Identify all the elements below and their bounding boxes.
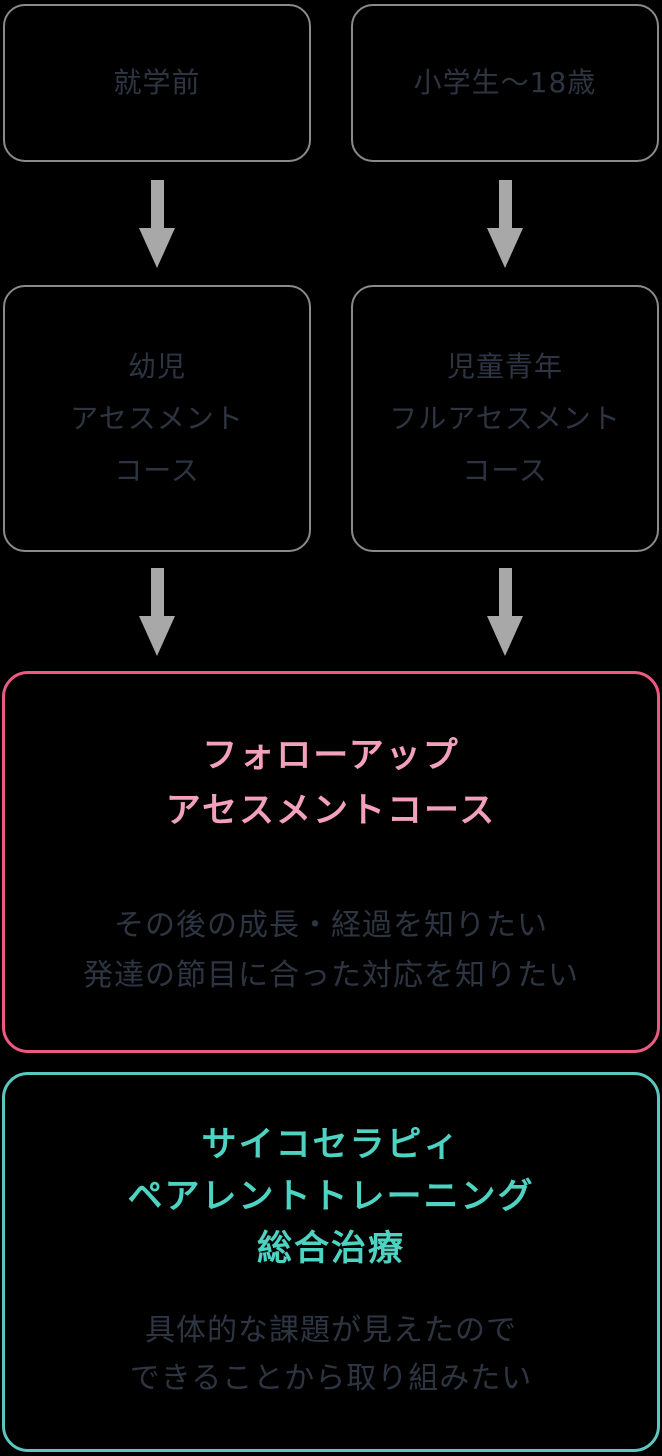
age-box-preschool-label: 就学前 <box>113 66 201 99</box>
course-box-youth-line1: 児童青年 <box>446 349 563 383</box>
therapy-title: サイコセラピィ ペアレントトレーニング 総合治療 <box>5 1119 657 1275</box>
course-box-toddler-line3: コース <box>114 453 200 487</box>
age-box-school-age-label: 小学生〜18歳 <box>413 66 597 99</box>
therapy-title-line2: ペアレントトレーニング <box>127 1177 535 1217</box>
age-box-preschool: 就学前 <box>3 4 311 162</box>
course-box-toddler-line2: アセスメント <box>70 401 244 435</box>
age-box-school-age: 小学生〜18歳 <box>351 4 659 162</box>
therapy-description-line1: 具体的な課題が見えたので <box>145 1313 517 1348</box>
followup-course-title: フォローアップ アセスメントコース <box>5 729 657 839</box>
therapy-title-line3: 総合治療 <box>256 1229 405 1269</box>
therapy-description-line2: できることから取り組みたい <box>129 1361 533 1396</box>
therapy-treatment-box: サイコセラピィ ペアレントトレーニング 総合治療 具体的な課題が見えたので でき… <box>2 1072 660 1452</box>
arrow-stem <box>150 568 164 616</box>
course-box-toddler-assessment: 幼児 アセスメント コース <box>3 285 311 552</box>
course-box-youth-line2: フルアセスメント <box>389 401 621 435</box>
arrow-down-icon <box>487 568 523 656</box>
arrow-stem <box>150 180 164 228</box>
arrow-stem <box>498 568 512 616</box>
arrow-head <box>139 616 175 656</box>
followup-title-line2: アセスメントコース <box>165 791 497 831</box>
followup-description-line1: その後の成長・経過を知りたい <box>114 908 548 943</box>
therapy-description: 具体的な課題が見えたので できることから取り組みたい <box>5 1307 657 1403</box>
arrow-stem <box>498 180 512 228</box>
arrow-head <box>139 228 175 268</box>
course-box-youth-full-assessment: 児童青年 フルアセスメント コース <box>351 285 659 552</box>
arrow-down-icon <box>139 568 175 656</box>
arrow-down-icon <box>139 180 175 268</box>
arrow-down-icon <box>487 180 523 268</box>
followup-assessment-course-box: フォローアップ アセスメントコース その後の成長・経過を知りたい 発達の節目に合… <box>2 671 660 1053</box>
course-box-toddler-line1: 幼児 <box>127 349 186 383</box>
arrow-head <box>487 228 523 268</box>
followup-title-line1: フォローアップ <box>202 736 460 776</box>
course-box-youth-line3: コース <box>462 453 548 487</box>
followup-description-line2: 発達の節目に合った対応を知りたい <box>83 958 579 993</box>
therapy-title-line1: サイコセラピィ <box>201 1125 461 1165</box>
followup-course-description: その後の成長・経過を知りたい 発達の節目に合った対応を知りたい <box>5 901 657 1001</box>
arrow-head <box>487 616 523 656</box>
